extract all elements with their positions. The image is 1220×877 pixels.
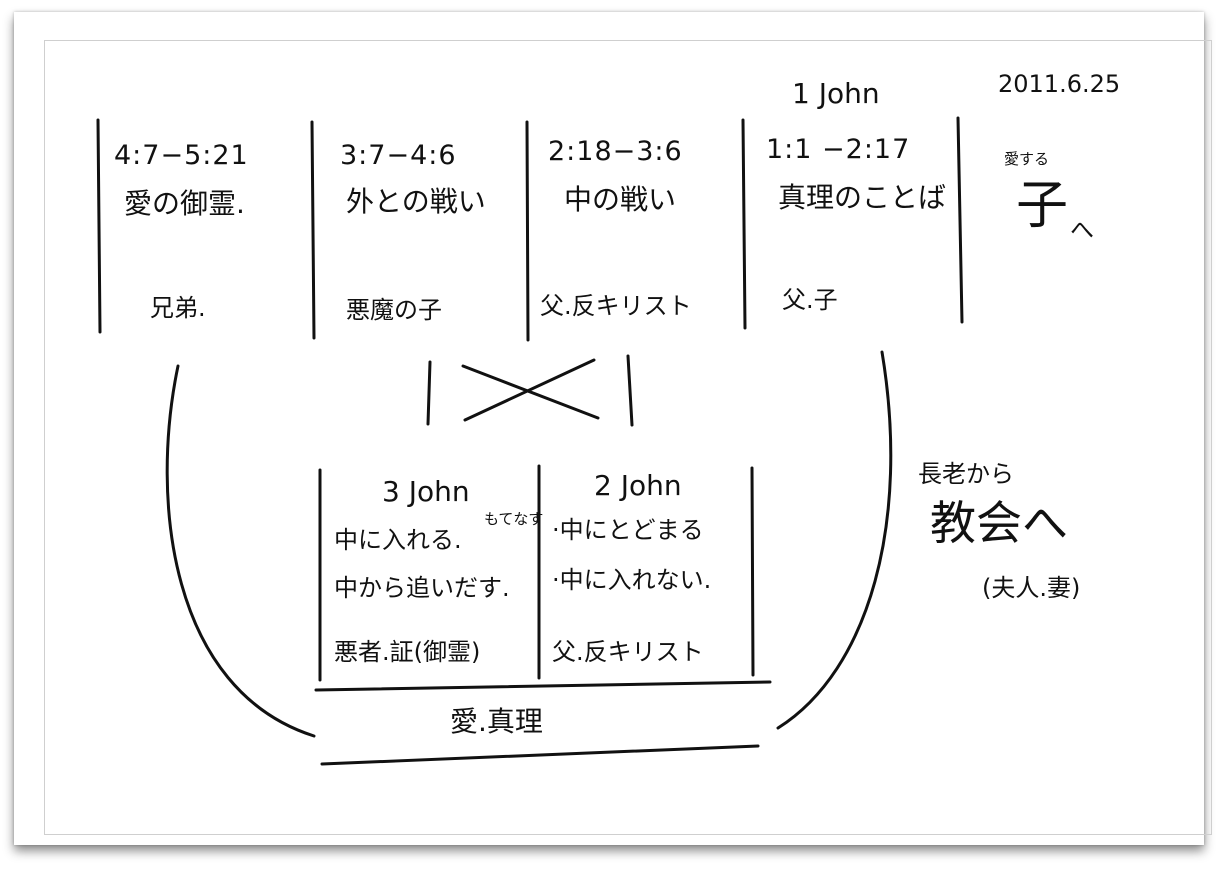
- box-bottom-line: [314, 680, 772, 692]
- section-theme-1: 愛の御霊.: [124, 187, 245, 220]
- photo-frame: [14, 12, 1212, 845]
- second-john-line-1: ·中にとどまる: [552, 516, 704, 544]
- section-theme-2: 外との戦い: [346, 185, 486, 218]
- divider-1j-e: [956, 116, 964, 324]
- section-ref-2: 3:7−4:6: [340, 140, 457, 171]
- section-pair-1: 兄弟.: [150, 294, 206, 322]
- section-pair-2: 悪魔の子: [346, 296, 442, 324]
- children-note-big: 子: [1016, 176, 1069, 236]
- third-john-pair: 悪者.証(御霊): [334, 638, 481, 666]
- third-john-line-1: 中に入れる.: [334, 526, 462, 554]
- first-john-title: 1 John: [792, 77, 880, 110]
- cross-stroke-b: [463, 358, 596, 422]
- section-theme-4: 真理のことば: [778, 181, 947, 214]
- cross-left-bar: [426, 360, 432, 426]
- church-note-big: 教会へ: [930, 496, 1068, 550]
- base-underline: [320, 744, 760, 766]
- divider-1j-a: [96, 118, 102, 334]
- left-arc: [165, 364, 316, 738]
- date-label: 2011.6.25: [998, 70, 1121, 98]
- section-pair-3: 父.反キリスト: [540, 292, 692, 320]
- children-note-small: 愛する: [1004, 150, 1050, 168]
- right-arc: [776, 350, 893, 730]
- third-john-title: 3 John: [382, 475, 470, 508]
- base-label: 愛.真理: [450, 705, 543, 738]
- church-note-paren: (夫人.妻): [982, 574, 1081, 602]
- section-pair-4: 父.子: [782, 286, 838, 314]
- third-john-line-2: 中から追いだす.: [334, 574, 510, 602]
- church-note-small: 長老から: [918, 460, 1014, 488]
- section-theme-3: 中の戦い: [564, 183, 677, 216]
- section-ref-3: 2:18−3:6: [548, 136, 683, 167]
- divider-1j-d: [741, 118, 747, 330]
- divider-2j-right: [750, 466, 755, 677]
- children-note-suffix: へ: [1070, 216, 1094, 244]
- cross-stroke-a: [461, 364, 600, 420]
- cross-right-bar: [626, 354, 634, 427]
- divider-1j-b: [310, 120, 316, 340]
- third-john-note: もてなす: [484, 510, 544, 528]
- second-john-title: 2 John: [594, 469, 682, 502]
- second-john-pair: 父.反キリスト: [552, 638, 704, 666]
- second-john-line-2: ·中に入れない.: [552, 566, 712, 594]
- divider-1j-c: [525, 120, 530, 342]
- paper-border: [44, 40, 1212, 835]
- section-ref-4: 1:1 −2:17: [766, 134, 911, 165]
- section-ref-1: 4:7−5:21: [114, 140, 249, 171]
